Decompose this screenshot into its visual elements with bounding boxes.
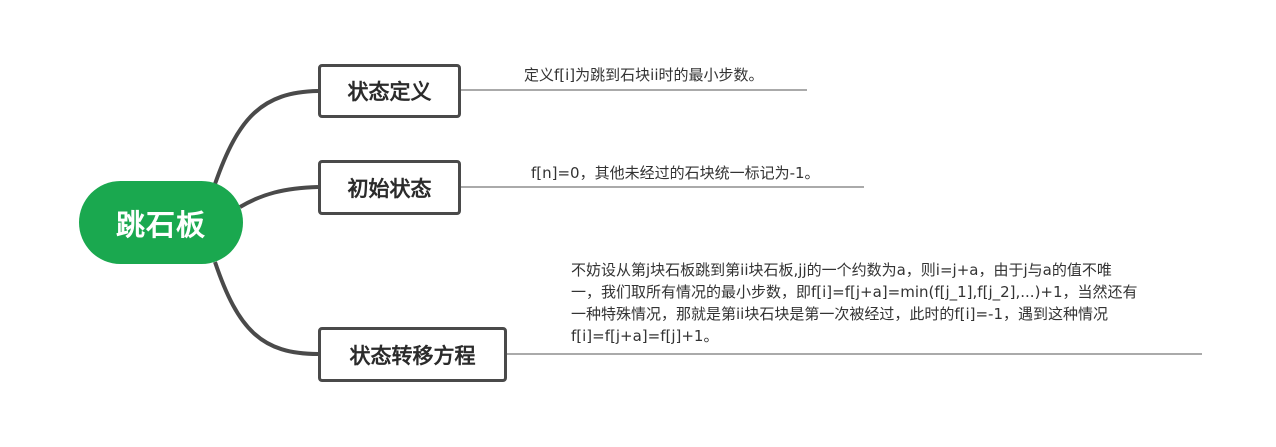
- connector-root-to-transition: [213, 261, 319, 356]
- note-line: f[i]=f[j+a]=f[j]+1。: [571, 327, 719, 345]
- note-initial-state: f[n]=0，其他未经过的石块统一标记为-1。: [531, 164, 820, 182]
- connector-root-to-initial-state: [238, 185, 319, 209]
- branch-initial-state[interactable]: 初始状态: [318, 160, 461, 215]
- note-line: 不妨设从第j块石板跳到第ii块石板,jj的一个约数为a，则i=j+a，由于j与a…: [571, 261, 1112, 279]
- branch-state-transition-equation[interactable]: 状态转移方程: [318, 327, 507, 382]
- note-line: 一，我们取所有情况的最小步数，即f[i]=f[j+a]=min(f[j_1],f…: [571, 283, 1138, 301]
- note-line: 一种特殊情况，那就是第ii块石块是第一次被经过，此时的f[i]=-1，遇到这种情…: [571, 305, 1109, 323]
- note-state-transition-equation: 不妨设从第j块石板跳到第ii块石板,jj的一个约数为a，则i=j+a，由于j与a…: [571, 259, 1196, 347]
- note-state-definition: 定义f[i]为跳到石块ii时的最小步数。: [524, 66, 764, 84]
- branch-state-definition[interactable]: 状态定义: [318, 64, 461, 118]
- connector-root-to-state-definition: [213, 89, 319, 185]
- root-topic[interactable]: 跳石板: [79, 181, 243, 264]
